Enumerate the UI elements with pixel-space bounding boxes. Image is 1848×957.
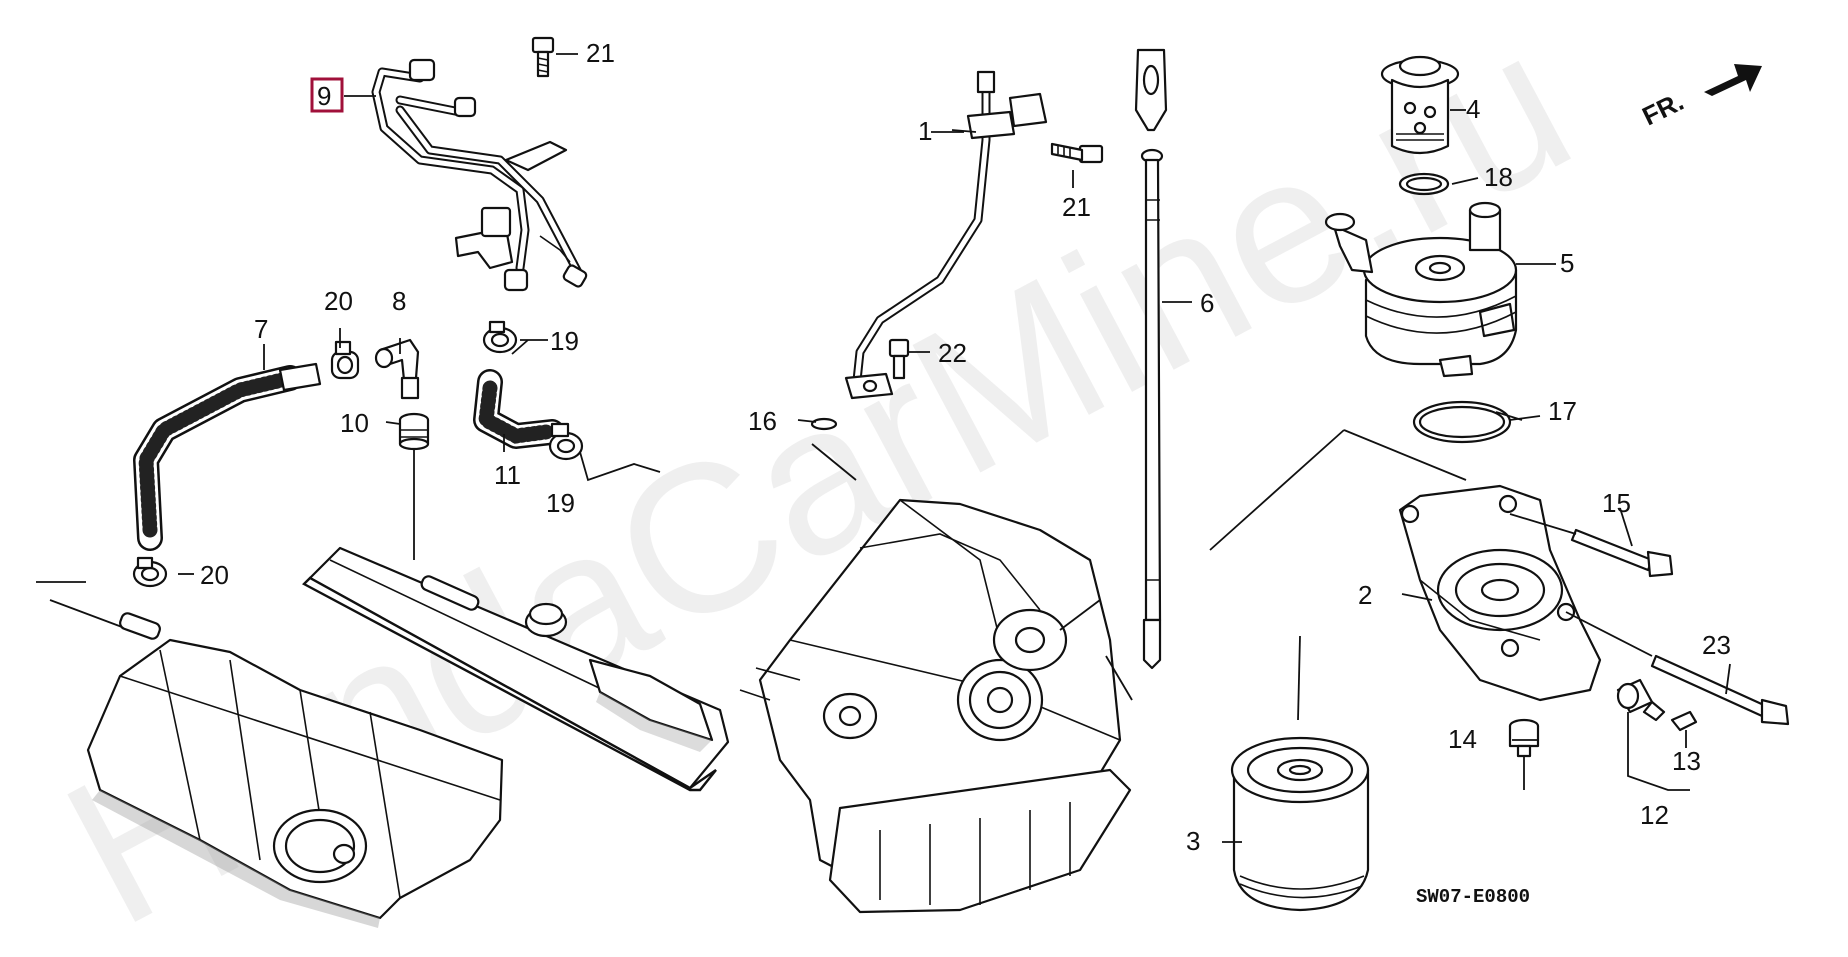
- callout-20-bottom[interactable]: 20: [200, 560, 229, 590]
- direction-arrow-icon: [1704, 64, 1762, 96]
- part-3-oil-filter[interactable]: [1230, 635, 1370, 912]
- callout-8[interactable]: 8: [392, 286, 406, 316]
- callout-14[interactable]: 14: [1448, 724, 1477, 754]
- part-22-bolt[interactable]: [888, 338, 910, 380]
- part-20-clamp-upper[interactable]: [330, 340, 360, 380]
- callout-1[interactable]: 1: [918, 116, 932, 146]
- cylinder-head-cover[interactable]: [302, 546, 730, 792]
- part-4-center-bolt[interactable]: [1380, 55, 1460, 155]
- leader-lines: [178, 53, 1731, 843]
- callout-19-top[interactable]: 19: [550, 326, 579, 356]
- part-2-filter-base[interactable]: [1398, 484, 1602, 702]
- part-14-bolt[interactable]: [1508, 718, 1540, 790]
- callout-17[interactable]: 17: [1548, 396, 1577, 426]
- part-16-o-ring[interactable]: [810, 417, 857, 481]
- part-8-pcv-valve[interactable]: [374, 338, 420, 400]
- callout-4[interactable]: 4: [1466, 94, 1480, 124]
- part-9-breather-pipe[interactable]: [371, 58, 588, 292]
- callout-9[interactable]: 9: [317, 81, 331, 111]
- part-15-bolt[interactable]: [1509, 513, 1674, 578]
- callout-7[interactable]: 7: [254, 314, 268, 344]
- callout-21-mid[interactable]: 21: [1062, 192, 1091, 222]
- part-10-grommet[interactable]: [398, 412, 430, 451]
- diagram-code: SW07-E0800: [1416, 886, 1530, 908]
- highlight-box-part-9: [310, 77, 344, 113]
- callouts: 9 21 1 21 22 16 6 4 18 5 17 15 2 23 14 1…: [200, 38, 1731, 856]
- intake-manifold[interactable]: [36, 581, 504, 928]
- part-1-dipstick-tube[interactable]: [844, 70, 1048, 400]
- part-18-o-ring[interactable]: [1398, 172, 1450, 196]
- part-13-terminal[interactable]: [1670, 710, 1698, 732]
- part-23-stud-bolt[interactable]: [1565, 611, 1790, 726]
- callout-5[interactable]: 5: [1560, 248, 1574, 278]
- callout-12[interactable]: 12: [1640, 800, 1669, 830]
- callout-10[interactable]: 10: [340, 408, 369, 438]
- engine-block[interactable]: [739, 498, 1133, 914]
- part-19-clamp-upper[interactable]: [482, 320, 518, 354]
- callout-2[interactable]: 2: [1358, 580, 1372, 610]
- part-7-hose[interactable]: [133, 362, 322, 551]
- callout-15[interactable]: 15: [1602, 488, 1631, 518]
- callout-20-top[interactable]: 20: [324, 286, 353, 316]
- callout-3[interactable]: 3: [1186, 826, 1200, 856]
- part-5-oil-cooler[interactable]: [1324, 201, 1518, 378]
- part-17-seal-ring[interactable]: [1412, 400, 1512, 444]
- callout-23[interactable]: 23: [1702, 630, 1731, 660]
- callout-22[interactable]: 22: [938, 338, 967, 368]
- callout-18[interactable]: 18: [1484, 162, 1513, 192]
- part-6-dipstick[interactable]: [1134, 48, 1168, 670]
- callout-16[interactable]: 16: [748, 406, 777, 436]
- part-12-oil-pressure-switch[interactable]: [1616, 678, 1666, 722]
- callout-6[interactable]: 6: [1200, 288, 1214, 318]
- callout-19-bottom[interactable]: 19: [546, 488, 575, 518]
- callout-11[interactable]: 11: [494, 460, 521, 490]
- callout-21-top[interactable]: 21: [586, 38, 615, 68]
- callout-13[interactable]: 13: [1672, 746, 1701, 776]
- front-direction-indicator: FR.: [1637, 64, 1762, 131]
- direction-label: FR.: [1637, 86, 1688, 131]
- part-11-hose[interactable]: [473, 369, 565, 449]
- part-19-clamp-lower[interactable]: [548, 422, 584, 461]
- part-20-clamp-lower[interactable]: [132, 556, 168, 588]
- part-21-bolt-top[interactable]: [531, 36, 555, 78]
- part-21-bolt-middle[interactable]: [1050, 142, 1104, 164]
